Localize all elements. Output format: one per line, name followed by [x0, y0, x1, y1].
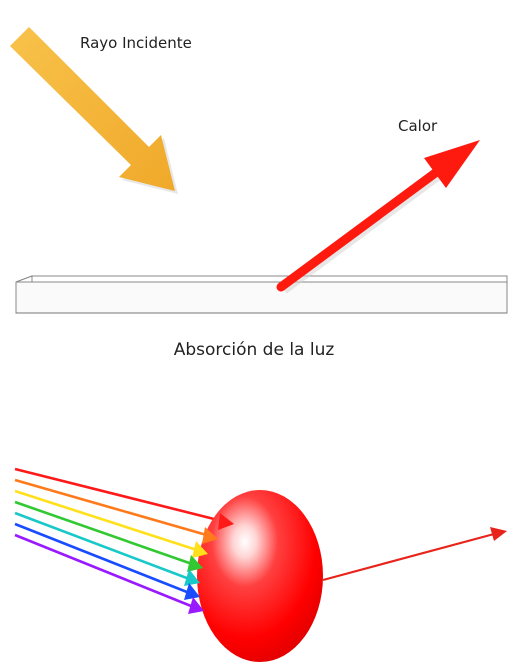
- incident-ray-label: Rayo Incidente: [80, 34, 192, 52]
- flat-surface-icon: [15, 275, 508, 314]
- diagram-caption: Absorción de la luz: [173, 340, 335, 360]
- spectrum-arrowheads: [184, 513, 234, 614]
- absorbing-sphere-icon: [197, 490, 323, 662]
- heat-label: Calor: [398, 117, 438, 135]
- exit-ray-arrow-icon: [322, 527, 507, 582]
- heat-arrow-icon: [276, 140, 480, 294]
- spectrum-rays: [14, 467, 227, 610]
- incident-ray-arrow-icon: [10, 27, 178, 194]
